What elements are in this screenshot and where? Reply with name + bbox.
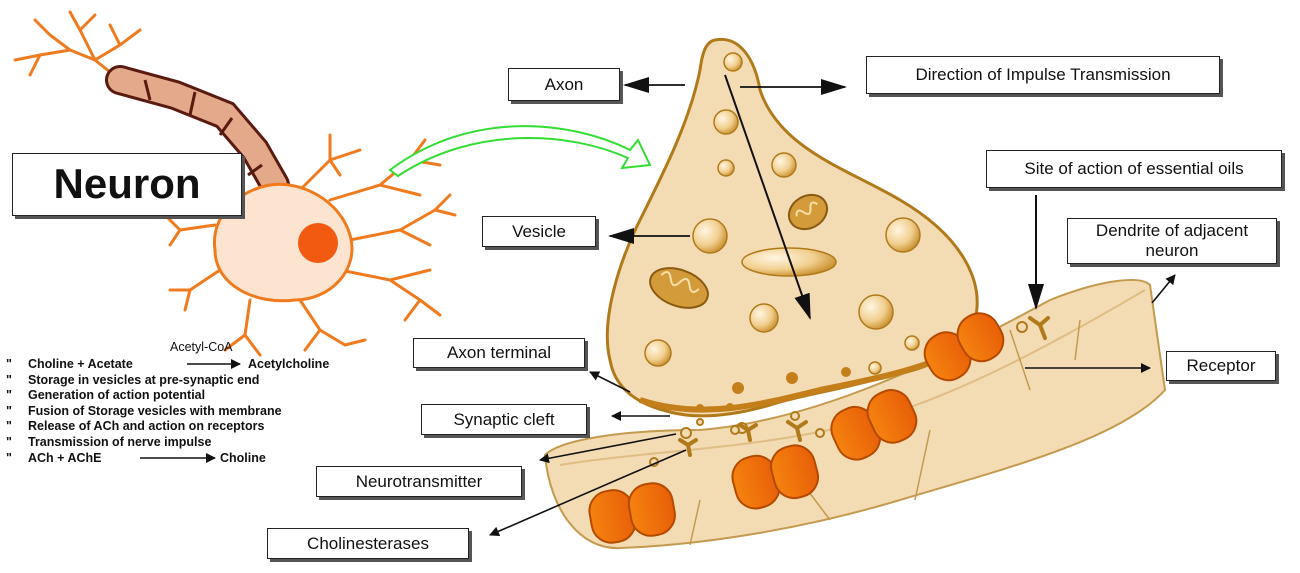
neuron-label: Neuron	[12, 153, 242, 216]
step-2: "Storage in vesicles at pre-synaptic end	[6, 373, 260, 387]
axon-label: Axon	[508, 68, 620, 101]
curved-arrow-icon	[388, 125, 652, 178]
step-1: "Choline + Acetate Acetylcholine	[6, 357, 330, 371]
vesicle-label: Vesicle	[482, 216, 596, 247]
neuron-illustration	[13, 10, 457, 357]
release-sites	[696, 367, 851, 412]
vesicles	[644, 52, 921, 375]
mitochondria	[649, 193, 829, 309]
myelin-sheath	[105, 65, 290, 200]
dendrite-label: Dendrite of adjacent neuron	[1067, 218, 1277, 264]
receptors	[588, 312, 1005, 544]
step-3: "Generation of action potential	[6, 388, 206, 402]
step-7: "ACh + AChE Choline	[6, 451, 266, 465]
receptor-label: Receptor	[1166, 351, 1276, 381]
axon-terminal-label: Axon terminal	[413, 338, 585, 368]
synaptic-cleft-label: Synaptic cleft	[421, 404, 587, 435]
neuron-soma	[212, 182, 354, 303]
step-5: "Release of ACh and action on receptors	[6, 419, 265, 433]
cholinesterases-label: Cholinesterases	[267, 528, 469, 559]
direction-label: Direction of Impulse Transmission	[866, 56, 1220, 94]
site-of-action-label: Site of action of essential oils	[986, 150, 1282, 188]
nucleus	[298, 223, 338, 263]
neurotransmitter-label: Neurotransmitter	[316, 466, 522, 497]
leader-arrows	[140, 74, 1176, 537]
step-6: "Transmission of nerve impulse	[6, 435, 212, 449]
acetyl-coa-label: Acetyl-CoA	[170, 340, 233, 354]
cholinesterase-molecules	[678, 316, 1050, 457]
step-4: "Fusion of Storage vesicles with membran…	[6, 404, 282, 418]
